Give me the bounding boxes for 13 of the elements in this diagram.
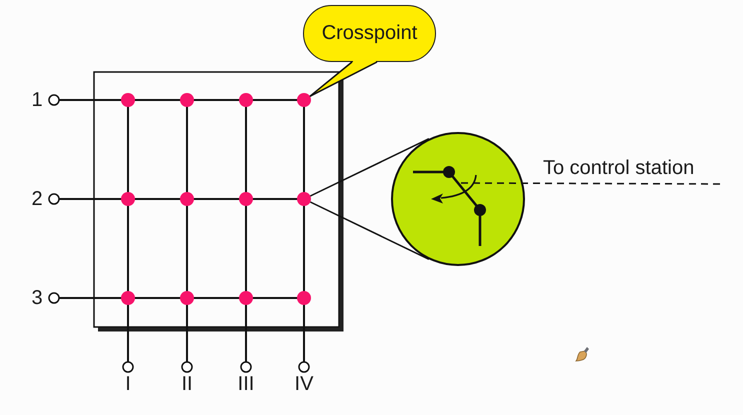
output-numeral: I bbox=[125, 374, 131, 394]
input-number: 2 bbox=[31, 189, 43, 209]
output-numeral: II bbox=[181, 374, 193, 394]
input-number: 1 bbox=[31, 90, 43, 110]
crosspoint-dot bbox=[297, 192, 311, 206]
magnifier-line bbox=[310, 138, 430, 197]
input-number: 3 bbox=[31, 288, 43, 308]
output-numeral: IV bbox=[294, 374, 314, 394]
control-line bbox=[461, 182, 722, 185]
callout-pointer bbox=[309, 61, 378, 97]
output-numeral: III bbox=[238, 374, 254, 394]
crosspoint-dot bbox=[297, 93, 311, 107]
magnifier-line bbox=[310, 201, 430, 260]
